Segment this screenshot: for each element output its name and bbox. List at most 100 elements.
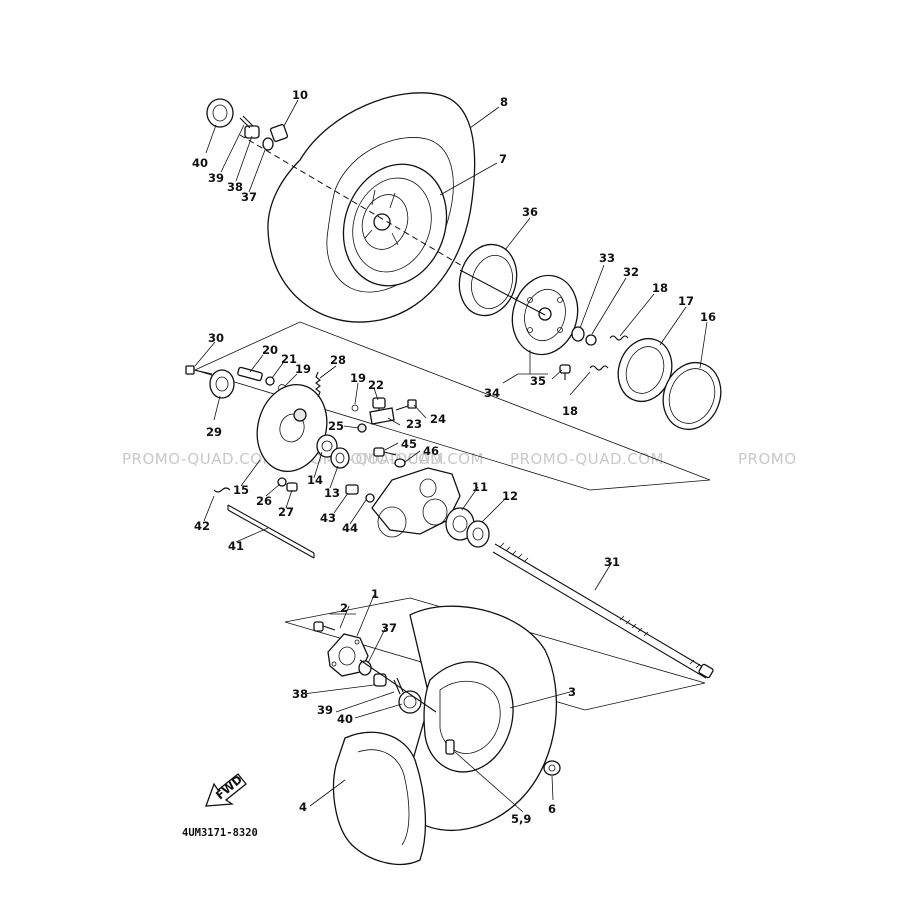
part-15-backing-plate <box>256 383 328 473</box>
part-46-nut <box>394 458 406 468</box>
rim-spoke-1 <box>371 189 376 206</box>
callout-22: 22 <box>368 378 384 392</box>
part-33-o-ring <box>571 326 585 342</box>
axis-line-lower <box>359 659 437 713</box>
part-31-axle-shaft <box>492 542 714 679</box>
part-38-nut <box>244 125 260 139</box>
callout-45: 45 <box>401 437 417 451</box>
part-38-nut-lower <box>373 673 387 687</box>
watermark-3: PROMO-QUAD.COM <box>330 450 484 468</box>
callout-35: 35 <box>530 374 546 388</box>
callout-1: 1 <box>371 587 379 601</box>
part-40-cap-nut <box>206 98 234 128</box>
rim-upper <box>342 163 448 287</box>
part-29-bearing <box>209 369 235 399</box>
tire-lower-sidewall <box>357 749 410 846</box>
part-32-washer <box>585 334 597 346</box>
part-18-spring-lower <box>589 365 609 371</box>
callout-41: 41 <box>228 539 244 553</box>
callout-38-lower: 38 <box>292 687 308 701</box>
part-25-nut <box>357 423 367 433</box>
valve-stem <box>445 739 455 755</box>
part-39-cotter-pin <box>239 115 254 129</box>
part-13-seal <box>330 447 350 469</box>
callout-13: 13 <box>324 486 340 500</box>
part-20-pin <box>237 366 263 382</box>
part-12-seal <box>466 520 490 548</box>
callout-6: 6 <box>548 802 556 816</box>
part-18-spring-upper <box>609 335 629 341</box>
watermark-row: PROMO-QUAD.COM PROMO-QUAD.COM PROMO-QUAD… <box>122 450 797 468</box>
callout-25: 25 <box>328 419 344 433</box>
callout-8: 8 <box>500 95 508 109</box>
part-44-washer <box>365 493 375 503</box>
callout-46: 46 <box>423 444 439 458</box>
callout-19-lower: 19 <box>350 371 366 385</box>
callout-21: 21 <box>281 352 297 366</box>
part-16-ring <box>662 361 722 431</box>
rim-spoke-3 <box>364 229 373 239</box>
callout-18-lower: 18 <box>562 404 578 418</box>
callout-37-lower: 37 <box>381 621 397 635</box>
watermark-5: PROMO <box>738 450 797 468</box>
callout-3: 3 <box>568 685 576 699</box>
watermark-4: PROMO-QUAD.COM <box>510 450 664 468</box>
callout-30: 30 <box>208 331 224 345</box>
part-41-rod <box>227 504 315 559</box>
part-24-bolt <box>395 399 417 411</box>
callout-4: 4 <box>299 800 307 814</box>
callout-40-lower: 40 <box>337 712 353 726</box>
callout-44: 44 <box>342 521 358 535</box>
part-21-washer <box>265 376 275 386</box>
part-35-bolt <box>559 364 571 380</box>
part-28-spring <box>315 371 321 398</box>
part-19-clip-2 <box>351 404 359 412</box>
rim-upper-inner <box>352 177 432 273</box>
callout-38-upper: 38 <box>227 180 243 194</box>
tire-lower-front <box>332 731 427 865</box>
callout-23: 23 <box>406 417 422 431</box>
part-6-lug-nut <box>543 760 561 776</box>
callout-34: 34 <box>484 386 500 400</box>
part-2-bolt <box>313 621 336 632</box>
callout-26: 26 <box>256 494 272 508</box>
part-39-cotter-pin-lower <box>393 677 404 695</box>
callout-28: 28 <box>330 353 346 367</box>
part-30-bolt <box>185 365 213 375</box>
part-10-nut <box>269 123 289 143</box>
upper-tire-assembly <box>267 92 476 323</box>
callout-19-upper: 19 <box>295 362 311 376</box>
axis-line-drum <box>459 269 546 316</box>
fwd-arrow-icon: FWD <box>205 772 247 807</box>
callout-12: 12 <box>502 489 518 503</box>
callout-42: 42 <box>194 519 210 533</box>
part-42-clip <box>213 487 231 493</box>
axle-housing <box>371 467 461 538</box>
callout-2: 2 <box>340 601 348 615</box>
rim-spoke-4 <box>391 232 399 246</box>
part-43-bolt <box>345 484 359 495</box>
callout-33: 33 <box>599 251 615 265</box>
callout-37-upper: 37 <box>241 190 257 204</box>
rim-upper-center <box>373 213 391 231</box>
watermark-1: PROMO-QUAD.COM <box>122 450 276 468</box>
part-37-washer <box>262 137 274 151</box>
callout-5-9: 5,9 <box>511 812 531 826</box>
callout-15: 15 <box>233 483 249 497</box>
callout-18-upper: 18 <box>652 281 668 295</box>
part-36-drum-ring <box>458 243 518 317</box>
callout-27: 27 <box>278 505 294 519</box>
group-outline-mid <box>193 321 711 491</box>
part-45-bolt <box>373 447 397 457</box>
callout-7: 7 <box>499 152 507 166</box>
part-code: 4UM3171-8320 <box>182 827 258 839</box>
part-14-bearing <box>316 434 338 458</box>
callout-labels: 10 8 7 40 39 38 37 36 33 32 18 17 16 30 … <box>192 88 716 826</box>
rim-upper-hub <box>361 194 409 250</box>
callout-39-upper: 39 <box>208 171 224 185</box>
callout-29: 29 <box>206 425 222 439</box>
callout-31: 31 <box>604 555 620 569</box>
callout-24: 24 <box>430 412 446 426</box>
